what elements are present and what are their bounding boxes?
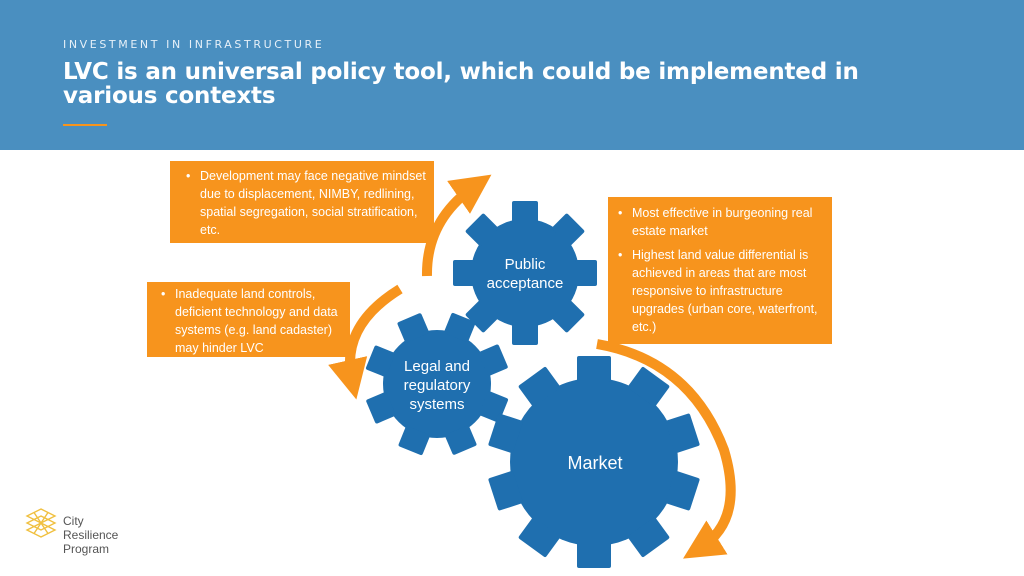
gear-tooth xyxy=(465,299,499,333)
legal-callout: Inadequate land controls, deficient tech… xyxy=(147,282,350,357)
gear-tooth xyxy=(488,471,523,511)
gear-tooth xyxy=(398,426,430,456)
public-acceptance-label: Public acceptance xyxy=(486,256,564,292)
page-title: LVC is an universal policy tool, which c… xyxy=(63,59,859,109)
logo-line: Resilience xyxy=(63,528,119,542)
legal-systems-label: Legal and regulatory systems xyxy=(403,358,471,413)
legal-systems-gear xyxy=(365,312,509,456)
gear-tooth xyxy=(518,517,560,557)
public-acceptance-point: Development may face negative mindset du… xyxy=(178,167,426,239)
logo-line: Program xyxy=(63,542,110,556)
market-gear xyxy=(488,356,700,568)
market-label: Market xyxy=(567,453,623,473)
gear-tooth xyxy=(397,313,429,343)
gear-tooth xyxy=(577,542,611,568)
gear-tooth xyxy=(512,323,538,345)
gear-tooth xyxy=(575,260,597,286)
city-resilience-logo-icon xyxy=(25,508,57,538)
gear-tooth xyxy=(453,260,475,286)
gear-tooth xyxy=(365,345,395,377)
title-accent-line xyxy=(63,124,107,126)
gear-tooth xyxy=(488,413,523,453)
legal-point: Inadequate land controls, deficient tech… xyxy=(153,285,344,357)
gear-tooth xyxy=(665,413,700,453)
gear-tooth xyxy=(444,312,476,342)
gear-tooth xyxy=(551,213,585,247)
legal-rotation-arrow xyxy=(328,284,403,400)
public-rotation-arrow xyxy=(421,174,492,277)
gear-tooth xyxy=(628,367,670,407)
public-acceptance-gear xyxy=(453,201,597,345)
gear-tooth xyxy=(445,425,477,455)
gear-tooth xyxy=(628,517,670,557)
public-acceptance-callout: Development may face negative mindset du… xyxy=(170,161,434,243)
market-point: Highest land value differential is achie… xyxy=(610,246,826,336)
gear-tooth xyxy=(366,392,396,424)
market-callout: Most effective in burgeoning real estate… xyxy=(608,197,832,344)
gear-tooth xyxy=(512,201,538,223)
gear-tooth xyxy=(465,213,499,247)
logo-line: City xyxy=(63,514,84,528)
logo-wordmark: City Resilience Program xyxy=(63,514,118,556)
gear-tooth xyxy=(665,471,700,511)
gear-tooth xyxy=(577,356,611,382)
gear-tooth xyxy=(551,299,585,333)
gear-tooth xyxy=(478,344,508,376)
gear-tooth xyxy=(518,367,560,407)
header-band: INVESTMENT IN INFRASTRUCTURE LVC is an u… xyxy=(0,0,1024,150)
market-point: Most effective in burgeoning real estate… xyxy=(610,204,826,240)
market-rotation-arrow xyxy=(596,339,736,559)
section-eyebrow: INVESTMENT IN INFRASTRUCTURE xyxy=(63,38,325,51)
